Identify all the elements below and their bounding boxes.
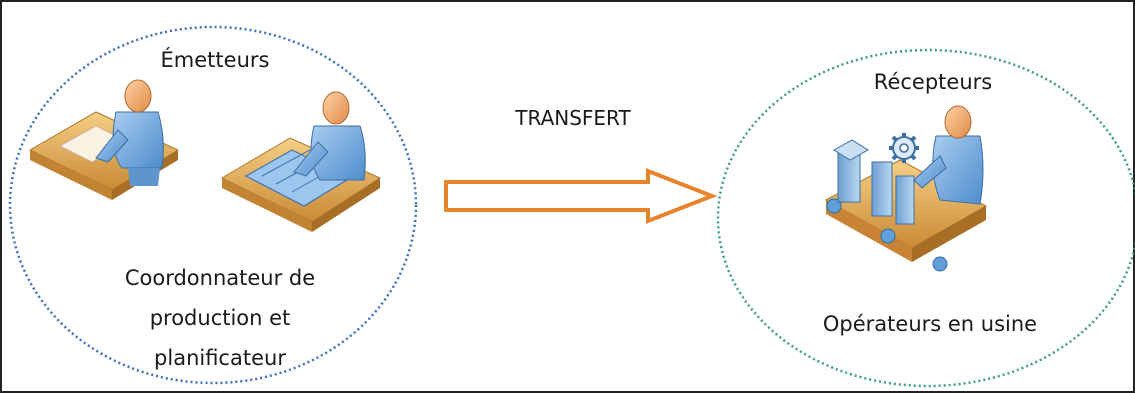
sender-description-line-1: Coordonnateur de xyxy=(124,266,316,290)
receiver-group-title: Récepteurs xyxy=(873,70,993,94)
gear-icon xyxy=(889,133,919,163)
sender-description-line-3: planificateur xyxy=(154,346,286,370)
sender-description: Coordonnateur de production et planifica… xyxy=(70,258,370,378)
receiver-group-circle xyxy=(716,48,1135,388)
receiver-description: Opérateurs en usine xyxy=(822,312,1038,336)
operator-at-conveyor-icon xyxy=(824,105,988,272)
sender-group-title: Émetteurs xyxy=(160,48,270,72)
person-at-drafting-table-icon xyxy=(220,91,382,232)
person-at-desk-icon xyxy=(28,79,180,200)
sender-group-circle xyxy=(8,25,418,385)
transfer-arrow xyxy=(444,168,718,224)
transfer-label: TRANSFERT xyxy=(515,106,631,130)
sender-description-line-2: production et xyxy=(149,306,291,330)
